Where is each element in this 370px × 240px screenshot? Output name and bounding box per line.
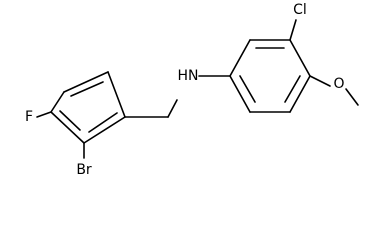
amine-atom-label: HN [178,68,199,84]
left-ring-inner-double-bond-bottom [88,112,118,133]
fluorine-atom-label: F [25,109,33,125]
right-ring-bond-c3-c4 [289,39,311,77]
left-ring-inner-double-bond-left [59,110,81,131]
chemical-structure-diagram: F Br HN Cl O [25,2,359,178]
left-ring-bond-c4-c5 [83,116,126,144]
right-ring-bond-c6-c1 [229,75,251,113]
o-ch3-bond [345,88,359,106]
right-ring-inner-double-bond-right [284,75,301,103]
left-ring-bond-c1-c2 [50,91,65,113]
ch2-nh-bond [167,99,178,118]
bromine-atom-label: Br [76,162,92,178]
c-o-bond [309,75,331,87]
right-ring-bond-c1-c2 [229,39,251,77]
left-ring-bond-c5-c1 [50,111,85,144]
right-ring-bonds [229,39,311,113]
left-ring-bond-c2-c3 [63,71,109,93]
methoxy-oxygen-atom-label: O [333,76,344,92]
left-ring-bonds [50,71,126,144]
c-cl-bond [289,19,297,41]
c-f-bond [36,111,52,118]
right-ring-bond-c4-c5 [289,75,311,113]
right-ring-inner-double-bond-left [239,75,256,103]
left-ring-inner-double-bond-top [70,81,104,97]
chlorine-atom-label: Cl [293,2,307,18]
left-ring-bond-c3-c4 [107,71,126,118]
